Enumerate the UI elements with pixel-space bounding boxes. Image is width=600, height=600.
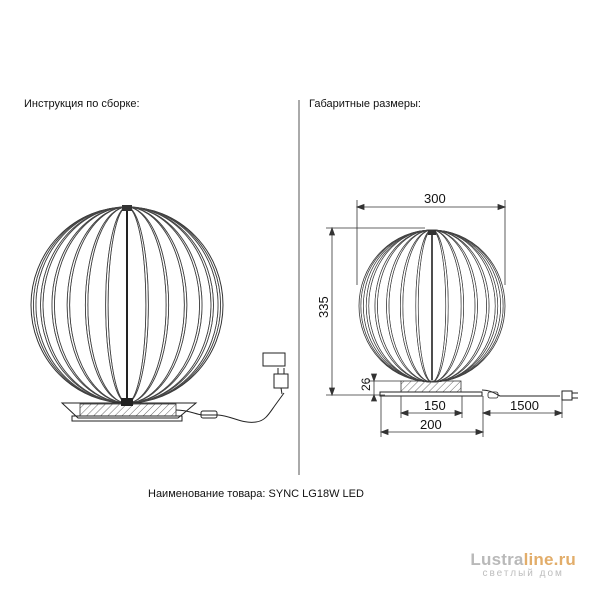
dimension-base-inner <box>399 396 464 418</box>
dimension-base-outer <box>379 396 485 437</box>
assembly-view <box>30 205 289 423</box>
dimension-view: 300 335 26 150 <box>316 191 578 437</box>
product-name: Наименование товара: SYNC LG18W LED <box>148 488 364 500</box>
dimension-cord-label: 1500 <box>510 398 539 413</box>
plug-icon-right <box>561 390 578 401</box>
dimension-base-inner-label: 150 <box>424 398 446 413</box>
cord-switch-right <box>487 391 499 399</box>
dimension-height-label: 335 <box>316 296 331 318</box>
base-connector <box>121 398 133 406</box>
dimension-width <box>355 200 507 285</box>
lamp-base-plate <box>60 402 198 419</box>
lamp-top-cap <box>122 205 132 211</box>
power-cord-right <box>481 389 560 397</box>
product-name-value: SYNC LG18W LED <box>268 488 364 500</box>
lamp-base-bottom <box>71 415 183 422</box>
lamp-base-plate-right <box>379 391 483 397</box>
cord-switch <box>200 410 218 419</box>
dimension-base-height <box>368 373 401 402</box>
lamp-top-cap-right <box>428 230 436 235</box>
watermark-logo: Lustraline.ru светлый дом <box>470 550 576 579</box>
dimension-base-height-label: 26 <box>359 377 373 391</box>
product-name-label: Наименование товара: <box>148 488 266 500</box>
dimension-width-label: 300 <box>424 191 446 206</box>
dimensions-title: Габаритные размеры: <box>309 98 421 110</box>
socket-adapter <box>262 352 286 367</box>
dimension-base-outer-label: 200 <box>420 417 442 432</box>
dimension-cord <box>481 400 564 418</box>
watermark-tagline: светлый дом <box>482 568 564 579</box>
dimension-height <box>326 226 425 397</box>
watermark-brand: Lustraline.ru <box>470 550 576 569</box>
plug-icon <box>273 368 289 395</box>
power-cord <box>175 392 285 423</box>
assembly-title: Инструкция по сборке: <box>24 98 140 110</box>
lamp-base-right <box>400 380 462 393</box>
